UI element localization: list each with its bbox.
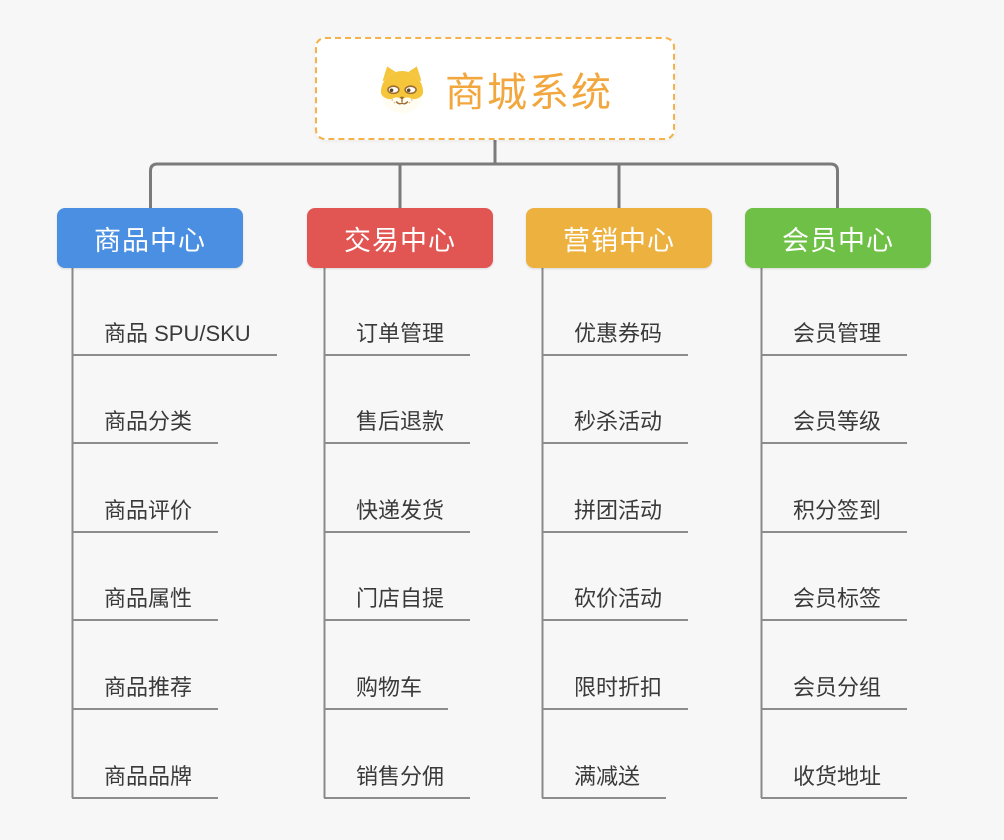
leaf-node[interactable]: 优惠券码: [542, 316, 689, 356]
leaf-node[interactable]: 销售分佣: [324, 759, 471, 799]
leaf-node[interactable]: 会员分组: [761, 670, 908, 710]
leaf-node[interactable]: 商品属性: [72, 581, 219, 621]
dog-face-icon: [377, 64, 427, 114]
leaf-node[interactable]: 商品推荐: [72, 670, 219, 710]
leaf-node[interactable]: 购物车: [324, 670, 449, 710]
leaf-node[interactable]: 商品 SPU/SKU: [72, 316, 277, 356]
branch-node-member-center[interactable]: 会员中心: [745, 208, 931, 268]
root-node-mall-system[interactable]: 商城系统: [315, 37, 675, 140]
leaf-node[interactable]: 售后退款: [324, 404, 471, 444]
leaf-node[interactable]: 拼团活动: [542, 493, 689, 533]
leaf-node[interactable]: 秒杀活动: [542, 404, 689, 444]
leaf-node[interactable]: 商品品牌: [72, 759, 219, 799]
leaf-node[interactable]: 会员标签: [761, 581, 908, 621]
leaf-node[interactable]: 商品评价: [72, 493, 219, 533]
leaf-node[interactable]: 商品分类: [72, 404, 219, 444]
leaf-node[interactable]: 积分签到: [761, 493, 908, 533]
branch-node-trade-center[interactable]: 交易中心: [307, 208, 493, 268]
leaf-node[interactable]: 限时折扣: [542, 670, 689, 710]
leaf-node[interactable]: 砍价活动: [542, 581, 689, 621]
leaf-node[interactable]: 会员管理: [761, 316, 908, 356]
branch-node-product-center[interactable]: 商品中心: [57, 208, 243, 268]
root-node-label: 商城系统: [445, 70, 613, 115]
leaf-node[interactable]: 快递发货: [324, 493, 471, 533]
leaf-node[interactable]: 订单管理: [324, 316, 471, 356]
leaf-node[interactable]: 满减送: [542, 759, 667, 799]
leaf-node[interactable]: 门店自提: [324, 581, 471, 621]
branch-node-marketing-center[interactable]: 营销中心: [526, 208, 712, 268]
leaf-node[interactable]: 会员等级: [761, 404, 908, 444]
leaf-node[interactable]: 收货地址: [761, 759, 908, 799]
